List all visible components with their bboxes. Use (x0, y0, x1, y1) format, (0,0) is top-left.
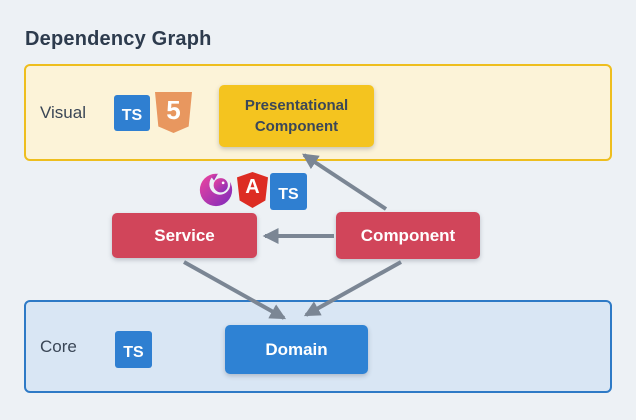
domain-node: Domain (225, 325, 368, 374)
component-node-label: Component (360, 225, 456, 245)
domain-node-label: Domain (265, 339, 328, 359)
presentational-component-label: Presentational Component (244, 97, 349, 135)
rxjs-icon (197, 170, 235, 208)
typescript-icon-label: TS (123, 344, 144, 361)
arrow-component-to-presentational (301, 153, 388, 211)
typescript-icon-label: TS (121, 107, 143, 124)
html5-icon: 5 (155, 92, 192, 133)
rxjs-icon-graphic (199, 173, 233, 207)
core-group-label: Core (40, 336, 77, 356)
service-node: Service (112, 213, 257, 258)
typescript-icon: TS (270, 173, 307, 210)
angular-icon: A (236, 172, 269, 208)
typescript-icon-label: TS (278, 186, 299, 203)
angular-icon-label: A (245, 176, 260, 198)
typescript-icon: TS (114, 95, 150, 131)
service-node-label: Service (154, 225, 215, 245)
page-title: Dependency Graph (25, 28, 212, 50)
presentational-component-node: Presentational Component (219, 85, 374, 147)
visual-group-label: Visual (40, 102, 86, 122)
core-group: Core TS Domain (24, 300, 612, 393)
visual-group: Visual TS 5 Presentational Component (24, 64, 612, 161)
html5-icon-label: 5 (166, 95, 181, 125)
typescript-icon: TS (115, 331, 152, 368)
component-node: Component (336, 212, 480, 259)
